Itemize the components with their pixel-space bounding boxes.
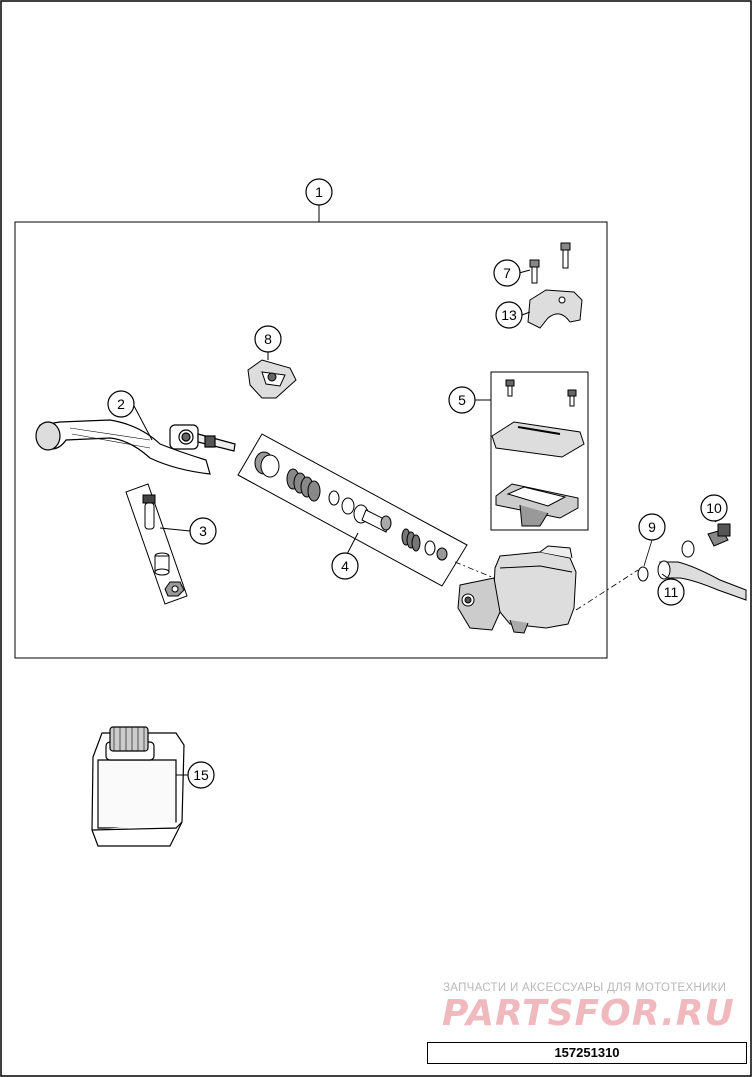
watermark-brand: PARTSFOR.RU [442,993,735,1034]
screws [529,242,571,284]
svg-text:7: 7 [503,265,511,281]
svg-text:5: 5 [458,392,466,408]
callout-9: 9 [638,513,666,541]
callout-1: 1 [305,178,333,206]
handlebar-clamp [527,289,583,329]
callout-5: 5 [448,386,476,414]
callout-10: 10 [700,494,728,522]
svg-text:1: 1 [315,184,323,200]
clutch-lever [35,419,236,475]
svg-text:4: 4 [341,558,349,574]
svg-text:3: 3 [199,523,207,539]
reservoir-cover-kit [490,371,589,531]
master-cylinder-body [457,545,577,634]
callout-4: 4 [331,552,359,580]
callout-8: 8 [254,325,282,353]
callout-3: 3 [189,517,217,545]
svg-text:8: 8 [264,331,272,347]
diagram-part-number: 157251310 [427,1042,747,1064]
assembly-box [14,221,608,659]
callout-7: 7 [493,259,521,287]
callout-15: 15 [187,761,215,789]
svg-text:13: 13 [501,307,517,323]
callout-13: 13 [495,301,523,329]
svg-text:11: 11 [664,584,679,600]
piston-kit [237,433,468,587]
callout-11: 11 [657,578,685,606]
watermark-tagline: ЗАПЧАСТИ И АКСЕССУАРЫ ДЛЯ МОТОТЕХНИКИ [443,982,727,994]
svg-text:15: 15 [193,767,209,783]
svg-text:10: 10 [706,500,722,516]
svg-text:9: 9 [648,519,656,535]
callout-2: 2 [107,390,135,418]
brake-fluid-bottle [91,726,185,847]
pivot-bolt-kit [125,483,188,605]
hose-fittings [637,523,747,601]
svg-text:2: 2 [117,396,125,412]
adjuster-cap [247,359,297,399]
